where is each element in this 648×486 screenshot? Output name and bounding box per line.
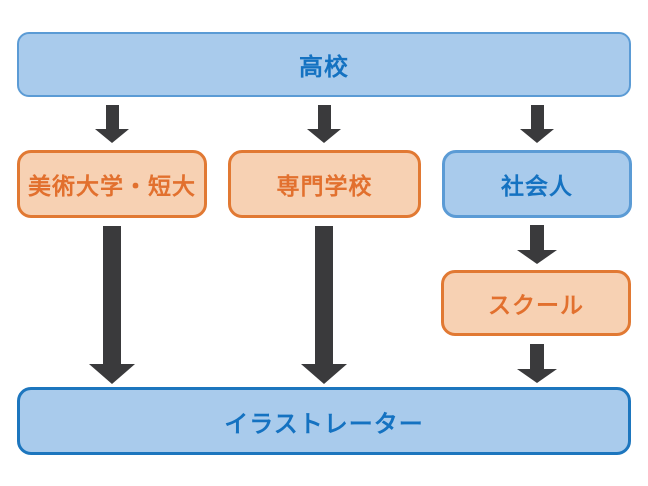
node-art-university-label: 美術大学・短大 xyxy=(28,174,196,200)
node-working-adult: 社会人 xyxy=(442,150,632,218)
arrow-school-to-illustrator-icon xyxy=(517,344,557,383)
node-school: スクール xyxy=(441,270,631,336)
arrow-highschool-to-adult-icon xyxy=(520,105,554,143)
arrow-highschool-to-vocational-icon xyxy=(307,105,341,143)
node-illustrator-label: イラストレーター xyxy=(224,409,424,438)
node-highschool: 高校 xyxy=(17,32,631,97)
node-working-adult-label: 社会人 xyxy=(501,174,573,200)
node-highschool-label: 高校 xyxy=(299,53,349,81)
node-illustrator: イラストレーター xyxy=(17,387,631,455)
arrow-highschool-to-art-icon xyxy=(95,105,129,143)
arrow-adult-to-school-icon xyxy=(517,225,557,264)
node-vocational-school-label: 専門学校 xyxy=(276,174,373,200)
arrow-vocational-to-illustrator-icon xyxy=(301,226,347,384)
node-vocational-school: 専門学校 xyxy=(228,150,421,218)
node-art-university: 美術大学・短大 xyxy=(17,150,207,218)
node-school-label: スクール xyxy=(488,293,584,319)
arrow-art-to-illustrator-icon xyxy=(89,226,135,384)
